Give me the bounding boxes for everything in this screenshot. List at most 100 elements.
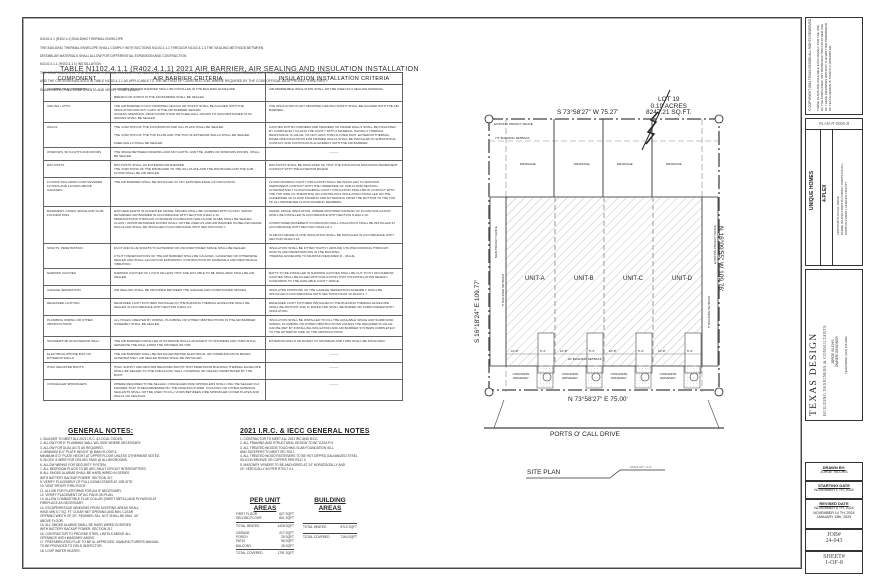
project-address: 1380 PORTS O'CALL DRIVE PADRE ISLAND-COR… xyxy=(836,163,848,235)
table-cell: HVAC SUPPLY AND RETURN REGISTER BOOTS TH… xyxy=(110,362,266,380)
note-item: 10. VENT DRYER THRU ROOF. xyxy=(40,484,87,489)
table-cell: CRAWL SPACE INSULATION, WHERE PROVIDED I… xyxy=(265,206,403,244)
front-setback-label: 20' BUILDING SETBACK xyxy=(568,357,602,361)
note-item: OPENINGS WITH MASONRY ABOVE. xyxy=(40,535,96,540)
table-cell: DUCT AND FLUE SHAFTS TO EXTERIOR OR UNCO… xyxy=(110,243,266,269)
note-line: DISSIMILAR MATERIALS SHALL ALLOW FOR DIF… xyxy=(40,54,187,59)
per-unit-title: PER UNIT xyxy=(249,497,281,504)
table-cell: NARROW CAVITIES xyxy=(43,268,111,286)
table-cell: WINDOWS, SKYLIGHTS AND DOORS xyxy=(43,147,111,161)
table-cell: INSULATION SHALL BE FITTED TIGHTLY AROUN… xyxy=(265,243,403,269)
existing-fence-label: EXISTING PRIVACY FENCE xyxy=(713,225,717,264)
table-cell: WHERE REQUIRED TO BE SEALED, CONCEALED F… xyxy=(110,379,266,401)
drainage-label: DRAINAGE xyxy=(574,162,590,166)
north-boundary-bearing: S 73°58'27" W 75.27' xyxy=(557,109,619,116)
irc-notes-list: 1. CONTRACTOR TO MEET ALL 2021 IRC AND I… xyxy=(240,437,440,471)
dim-label: 10'-8" xyxy=(511,349,519,353)
table-cell: GARAGE SEPARATION xyxy=(43,285,111,299)
note-item: WITH BATTERY BACKUP POWER. SECTION 317. xyxy=(40,527,114,532)
planter-group xyxy=(536,365,701,389)
dim-label: 5'-4" xyxy=(540,349,546,353)
table-cell: CONCEALED SPRINKLERS xyxy=(43,379,111,401)
note-item: MINIMUM 8'-0" PLATE HEIGHT AT UPPER FLOO… xyxy=(40,454,161,459)
site-plan-title: SITE PLAN xyxy=(527,469,561,476)
note-item: HAVE MIN 5.7 SQ. FT. CLEAR NET OPENING A… xyxy=(40,510,134,515)
table-cell: THE SPACE BETWEEN FRAMING AND SKYLIGHTS,… xyxy=(110,147,266,161)
table-cell: SHAFTS, PENETRATION xyxy=(43,243,111,269)
driveway-label: CONCRETE DRIVEWAY xyxy=(610,372,628,380)
table-cell: THE AIR BARRIER SHALL BE INSTALLED BEHIN… xyxy=(110,349,266,363)
designer-info: JORGE VILCHIS OWNER/ DESIGNER xyxy=(831,336,839,367)
table-cell: RIM JOISTS SHALL AN EXTERIOR AIR BARRIER… xyxy=(110,160,266,178)
note-item: 3. ALL TREATED WOODS TOUCHING SLAB FOUND… xyxy=(240,445,334,450)
dim-label: 10'-8" xyxy=(560,349,568,353)
dim-label: 5'-4" xyxy=(687,349,693,353)
note-item: FIREPLACE AS NECESSARY. xyxy=(40,501,84,506)
table-cell: AIR SEALING SHALL BE PROVIDED BETWEEN TH… xyxy=(110,285,266,299)
table-cell: ELECTRICAL/PHONE BOX ON EXTERIOR WALLS xyxy=(43,349,111,363)
table-row: BASEMENT, CRAWL SPACE AND SLAB FOUNDATIO… xyxy=(43,206,403,244)
table-title: TABLE N1102.4.1.1 (R402.4.1.1) 2021 AIR … xyxy=(60,64,419,73)
existing-fence-label: EXISTING PRIVACY FENCE xyxy=(494,122,533,126)
east-boundary-bearing: N 16°09'55" W 109.76' xyxy=(717,226,724,292)
revised-date-cell: REVISED DATE NOVEMBER 5 TH, 2024 NOVEMBE… xyxy=(805,498,863,530)
note-item: 1. BUILDER TO MEET ALL 2021 I.R.C. & LOC… xyxy=(40,437,123,441)
title-block: © COPYRIGHT 2024 TEXAS DESIGN ALL RIGHTS… xyxy=(800,17,882,574)
note-item: TO BE PROVIDED TO FIELD INSPECTOR. xyxy=(40,544,103,549)
table-cell: HVAC REGISTER BOOTS xyxy=(43,362,111,380)
firm-box: TEXAS DESIGN BUILDING DESIGNERS & CONSUL… xyxy=(805,269,863,421)
general-notes-list: 1. BUILDER TO MEET ALL 2021 I.R.C. & LOC… xyxy=(40,437,230,553)
table-cell: RIM JOISTS xyxy=(43,160,111,178)
note-line: THE BUILDING THERMAL ENVELOPE SHALL COMP… xyxy=(40,45,264,50)
note-item: 15. ALL SMOKE ALARMS SHALL BE HARD WIRED… xyxy=(40,522,131,527)
firm-tagline: BUILDING DESIGNERS & CONSULTANTS xyxy=(822,325,827,416)
table-cell: NARROW CAVITIES OF 1 INCH OR LESS THAT A… xyxy=(110,268,266,286)
table-cell: WALLS xyxy=(43,122,111,148)
table-cell: ——— xyxy=(265,362,403,380)
note-item: 6. ALLOW WIRING FOR SECURITY SYSTEM. xyxy=(40,462,107,467)
driveway-label: CONCRETE DRIVEWAY xyxy=(659,372,677,380)
table-cell: EXTERIOR WALLS ADJACENT TO SHOWERS AND T… xyxy=(265,336,403,350)
starting-date-cell: STARTING DATE NOVEMBER 1 TH, 2024 xyxy=(805,480,863,500)
lot-label: LOT 19 0.19 ACRES 8247.21 SQ.FT. xyxy=(646,96,692,116)
building-areas-title: AREAS xyxy=(318,504,342,512)
table-cell: CEILING / ATTIC xyxy=(43,101,111,123)
per-unit-title: AREAS xyxy=(253,504,277,512)
note-item: 9. VERIFY PLACEMENT OF PULL-DOWN STAIRS … xyxy=(40,479,134,484)
note-item: SILICON BRONZE OR COPPER PER R317.3. xyxy=(240,458,307,463)
dim-label: 10'-8" xyxy=(609,349,617,353)
note-item: WITH BATTERY BACKUP POWER. SECTION 317. xyxy=(40,475,114,480)
column-header: COMPONENT xyxy=(43,72,111,85)
table-cell: PLUMBING WIRING OR OTHER OBSTRUCTIONS xyxy=(43,315,111,337)
dim-label: 5'-4" xyxy=(638,349,644,353)
note-item: 13. ALLOW COMBUSTIBLE FLUE COLLAR (SHEET… xyxy=(40,497,157,502)
general-notes: GENERAL NOTES: 1. BUILDER TO MEET ALL 20… xyxy=(40,428,230,553)
note-item: 4. MINIMUM 8'-0" PLATE HEIGHT @ MAIN FLO… xyxy=(40,449,117,454)
copyright-text: © COPYRIGHT 2024 TEXAS DESIGN ALL RIGHTS… xyxy=(808,18,812,111)
note-item: 16. CONTRACTOR TO PROVIDE STEEL LINTELS … xyxy=(40,531,131,536)
table-cell: ——— xyxy=(265,379,403,401)
note-item: OPENING WIDTH OF 20". FINISHED SILL NOT … xyxy=(40,514,139,519)
side-setback-label: 5' BUILDING SETBACK xyxy=(707,295,711,328)
drainage-label: DRAINAGE xyxy=(617,162,633,166)
note-item: 1. CONTRACTOR TO MEET ALL 2021 IRC AND I… xyxy=(240,437,319,441)
drainage-label: DRAINAGE xyxy=(520,162,536,166)
sheet-cell: SHEET# 1-OF-8 xyxy=(805,550,863,574)
side-setback-label: 5' BUILDING SETBACK xyxy=(501,273,505,306)
rear-setback-label: 7.5' BUILDING SETBACK xyxy=(495,136,530,140)
note-item: 5. BLOCK & WIRE FOR CEILING FANS @ ALL B… xyxy=(40,458,128,463)
table-cell: GENERAL REQUIREMENTS xyxy=(43,84,111,102)
table-cell: RIM JOISTS SHALL BE INSULATED SO THAT TH… xyxy=(265,160,403,178)
